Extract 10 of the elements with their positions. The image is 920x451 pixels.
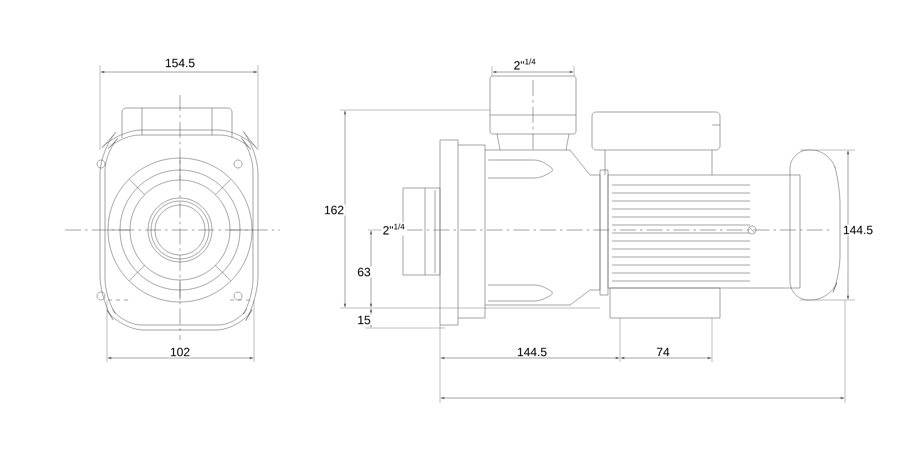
dimension-label: 2"$^{1/4}$ <box>512 57 538 71</box>
dimension-label: 15 <box>356 314 372 326</box>
dimension-label: 63 <box>356 266 372 278</box>
dimension-label: 144.5 <box>842 224 874 236</box>
dimension-label: 74 <box>655 346 672 358</box>
dimension-label: 102 <box>168 346 192 358</box>
dimension-label: 2"$^{1/4}$ <box>381 222 407 236</box>
dimension-label: 162 <box>322 204 346 216</box>
dimension-label: 144.5 <box>516 346 548 358</box>
dimension-label: 154.5 <box>164 57 196 69</box>
